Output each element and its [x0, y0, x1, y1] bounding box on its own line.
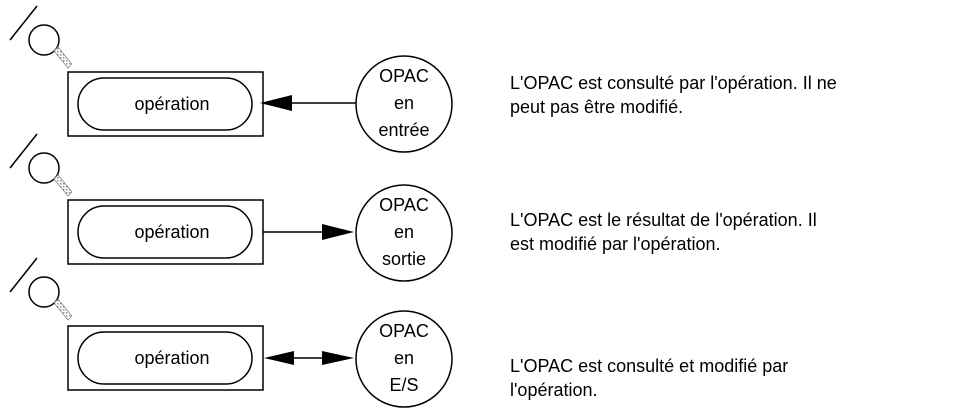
row-output: opération OPAC en sortie — [9, 133, 453, 282]
opac-circle — [355, 55, 453, 153]
operation-label: opération — [134, 94, 209, 114]
opac-circle — [355, 184, 453, 282]
opac-header-icon — [9, 5, 73, 69]
opac-line-1: OPAC — [379, 66, 429, 86]
row-io: opération OPAC en E/S — [9, 257, 453, 408]
description-line: l'opération. — [510, 380, 598, 400]
opac-line-1: OPAC — [379, 321, 429, 341]
description-line: peut pas être modifié. — [510, 97, 684, 117]
description-line: L'OPAC est consulté par l'opération. Il … — [510, 73, 837, 93]
opac-line-1: OPAC — [379, 195, 429, 215]
operation-label: opération — [134, 222, 209, 242]
opac-line-3: entrée — [378, 120, 429, 140]
description-input: L'OPAC est consulté par l'opération. Il … — [510, 71, 950, 119]
arrowhead-left-icon — [260, 95, 292, 111]
operation-pill — [77, 77, 253, 131]
operation-pill — [77, 331, 253, 385]
operation-box — [67, 71, 264, 137]
row-input: opération OPAC en entrée — [9, 5, 453, 153]
description-line: est modifié par l'opération. — [510, 234, 721, 254]
arrowhead-right-icon — [322, 224, 354, 240]
arrowhead-left-icon — [264, 351, 294, 365]
arrowhead-right-icon — [322, 351, 354, 365]
opac-line-2: en — [394, 93, 414, 113]
description-line: L'OPAC est consulté et modifié par — [510, 356, 789, 376]
operation-box — [67, 325, 264, 391]
opac-header-icon — [9, 257, 73, 321]
description-io: L'OPAC est consulté et modifié par l'opé… — [510, 354, 950, 402]
opac-circle — [355, 310, 453, 408]
description-output: L'OPAC est le résultat de l'opération. I… — [510, 208, 950, 256]
operation-pill — [77, 205, 253, 259]
opac-line-2: en — [394, 348, 414, 368]
opac-line-3: E/S — [389, 375, 418, 395]
description-line: L'OPAC est le résultat de l'opération. I… — [510, 210, 817, 230]
opac-line-2: en — [394, 222, 414, 242]
opac-line-3: sortie — [382, 249, 426, 269]
operation-label: opération — [134, 348, 209, 368]
opac-header-icon — [9, 133, 73, 197]
